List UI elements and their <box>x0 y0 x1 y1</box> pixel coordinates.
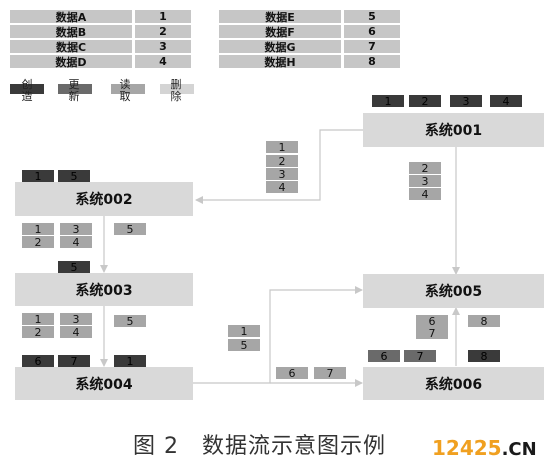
table-right-row-id-0: 5 <box>344 10 400 23</box>
tag-s002-read-1: 1 <box>22 223 54 236</box>
tag-flow-001-002-2: 2 <box>266 155 298 168</box>
tag-s004-create-7: 7 <box>58 355 90 368</box>
legend-update-swatch <box>58 84 92 94</box>
tag-s003-read-1: 1 <box>22 313 54 326</box>
tag-s002-read-4: 4 <box>60 236 92 249</box>
tag-s006-update-6: 6 <box>368 350 400 363</box>
legend-delete-label: 删除 <box>170 78 182 103</box>
tag-flow-001-002-4: 4 <box>266 181 298 194</box>
tag-flow-004-006-6: 6 <box>276 367 308 380</box>
tag-flow-004-005-5: 5 <box>228 339 260 352</box>
tag-flow-001-002-1: 1 <box>266 141 298 154</box>
table-left-row-name-0: 数据A <box>10 10 132 24</box>
legend-read-label: 读取 <box>119 78 131 103</box>
table-left-row-name-1: 数据B <box>10 25 132 39</box>
tag-s002-read-2: 2 <box>22 236 54 249</box>
system-003-box: 系统003 <box>15 273 193 306</box>
tag-flow-006-005-6: 6 <box>416 315 448 328</box>
table-left-row-name-2: 数据C <box>10 40 132 54</box>
tag-s006-read-8: 8 <box>468 315 500 328</box>
tag-s003-read-2: 2 <box>22 326 54 339</box>
watermark-suffix: .CN <box>501 439 537 460</box>
tag-s002-create-1: 1 <box>22 170 54 183</box>
table-left-row-id-0: 1 <box>135 10 191 23</box>
tag-flow-001-002-3: 3 <box>266 168 298 181</box>
tag-s002-read-3: 3 <box>60 223 92 236</box>
figure-caption: 图 2 数据流示意图示例 <box>133 434 386 459</box>
tag-s006-create-8: 8 <box>468 350 500 363</box>
system-002-box: 系统002 <box>15 182 193 216</box>
tag-s003-read-3: 3 <box>60 313 92 326</box>
tag-s004-create-1: 1 <box>114 355 146 368</box>
table-right-row-name-1: 数据F <box>219 25 341 39</box>
watermark: 12425.CN <box>432 436 537 460</box>
legend-update-label: 更新 <box>68 78 80 103</box>
legend-create-label: 创造 <box>21 78 33 103</box>
tag-s004-create-6: 6 <box>22 355 54 368</box>
table-right-row-id-3: 8 <box>344 55 400 68</box>
system-004-box: 系统004 <box>15 367 193 400</box>
tag-s002-create-5: 5 <box>58 170 90 183</box>
arrow-004-to-005 <box>193 286 363 384</box>
table-right-row-name-0: 数据E <box>219 10 341 24</box>
tag-s003-read-5: 5 <box>114 315 146 328</box>
tag-s001-create-1: 1 <box>372 95 404 108</box>
tag-s001-create-4: 4 <box>490 95 522 108</box>
tag-flow-001-005-4: 4 <box>409 188 441 201</box>
tag-s002-read-5: 5 <box>114 223 146 236</box>
table-right-row-name-3: 数据H <box>219 55 341 69</box>
legend-create-swatch <box>10 84 44 94</box>
system-001-box: 系统001 <box>363 113 544 147</box>
tag-flow-001-005-2: 2 <box>409 162 441 175</box>
tag-s001-create-2: 2 <box>409 95 441 108</box>
watermark-number: 12425 <box>432 436 502 460</box>
table-right-row-id-2: 7 <box>344 40 400 53</box>
tag-s006-update-7: 7 <box>404 350 436 363</box>
tag-flow-004-006-7: 7 <box>314 367 346 380</box>
tag-s003-read-4: 4 <box>60 326 92 339</box>
table-left-row-id-2: 3 <box>135 40 191 53</box>
table-right-row-id-1: 6 <box>344 25 400 38</box>
table-left-row-name-3: 数据D <box>10 55 132 69</box>
table-right-row-name-2: 数据G <box>219 40 341 54</box>
arrow-001-to-002 <box>195 129 363 204</box>
tag-flow-001-005-3: 3 <box>409 175 441 188</box>
tag-flow-006-005-7: 7 <box>416 327 448 340</box>
tag-flow-004-005-1: 1 <box>228 325 260 338</box>
table-left-row-id-1: 2 <box>135 25 191 38</box>
legend-delete-swatch <box>160 84 194 94</box>
legend-read-swatch <box>111 84 145 94</box>
system-006-box: 系统006 <box>363 367 544 400</box>
tag-s001-create-3: 3 <box>450 95 482 108</box>
tag-s003-create-5: 5 <box>58 261 90 274</box>
system-005-box: 系统005 <box>363 274 544 308</box>
table-left-row-id-3: 4 <box>135 55 191 68</box>
